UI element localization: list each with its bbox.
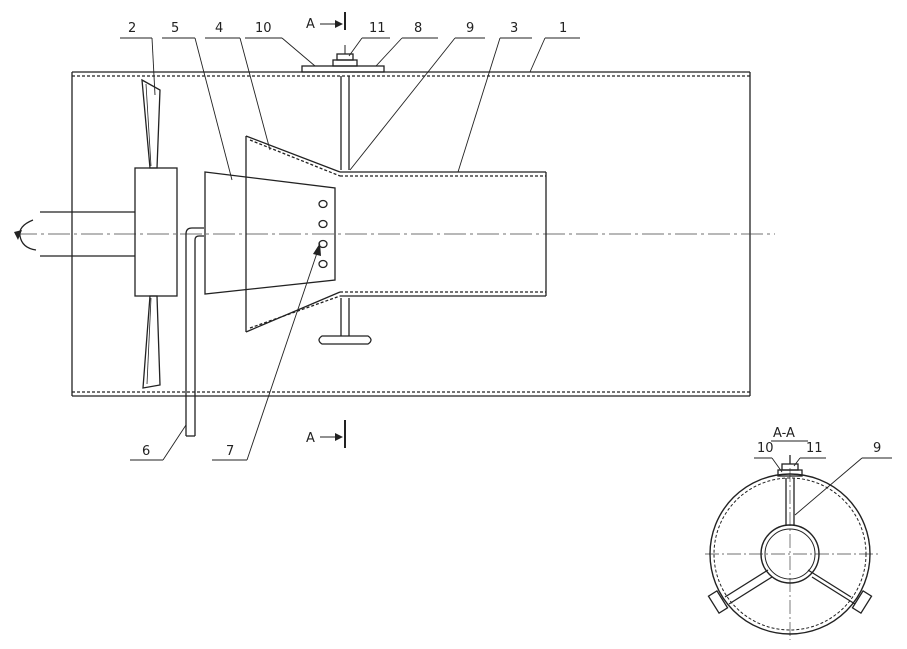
callout-7: 7 bbox=[226, 444, 234, 459]
leader-lines bbox=[120, 37, 580, 461]
mixing-tube bbox=[340, 171, 547, 297]
inner-cone bbox=[204, 171, 336, 295]
section-rods bbox=[724, 478, 856, 605]
section-callout-9: 9 bbox=[873, 441, 881, 456]
section-view: A-A bbox=[705, 426, 892, 640]
support-rod bbox=[318, 76, 372, 345]
section-line-top bbox=[320, 12, 346, 30]
nozzle-holes bbox=[318, 199, 328, 269]
fan-impeller bbox=[134, 78, 178, 389]
callout-1: 1 bbox=[559, 21, 567, 36]
confuser-cone bbox=[245, 135, 341, 333]
callout-6: 6 bbox=[142, 444, 150, 459]
section-line-bottom bbox=[320, 420, 346, 448]
top-fitting bbox=[301, 45, 385, 73]
section-mark-bottom: A bbox=[306, 431, 315, 446]
callout-5: 5 bbox=[171, 21, 179, 36]
feed-pipe bbox=[185, 227, 204, 437]
rotation-arrow bbox=[14, 219, 37, 251]
callout-2: 2 bbox=[128, 21, 136, 36]
callout-8: 8 bbox=[414, 21, 422, 36]
shaft bbox=[40, 211, 135, 257]
section-mark-top: A bbox=[306, 17, 315, 32]
callout-4: 4 bbox=[215, 21, 223, 36]
main-view: 2 5 4 10 11 8 9 3 1 6 7 A A bbox=[14, 12, 775, 461]
section-callout-10: 10 bbox=[757, 441, 774, 456]
callout-11: 11 bbox=[369, 21, 386, 36]
callout-3: 3 bbox=[510, 21, 518, 36]
section-view-title: A-A bbox=[773, 426, 795, 441]
leader-7-arrow bbox=[313, 243, 321, 256]
section-callout-11: 11 bbox=[806, 441, 823, 456]
section-fittings bbox=[707, 455, 873, 615]
outer-pipe bbox=[71, 71, 751, 397]
callout-10: 10 bbox=[255, 21, 272, 36]
callout-9: 9 bbox=[466, 21, 474, 36]
